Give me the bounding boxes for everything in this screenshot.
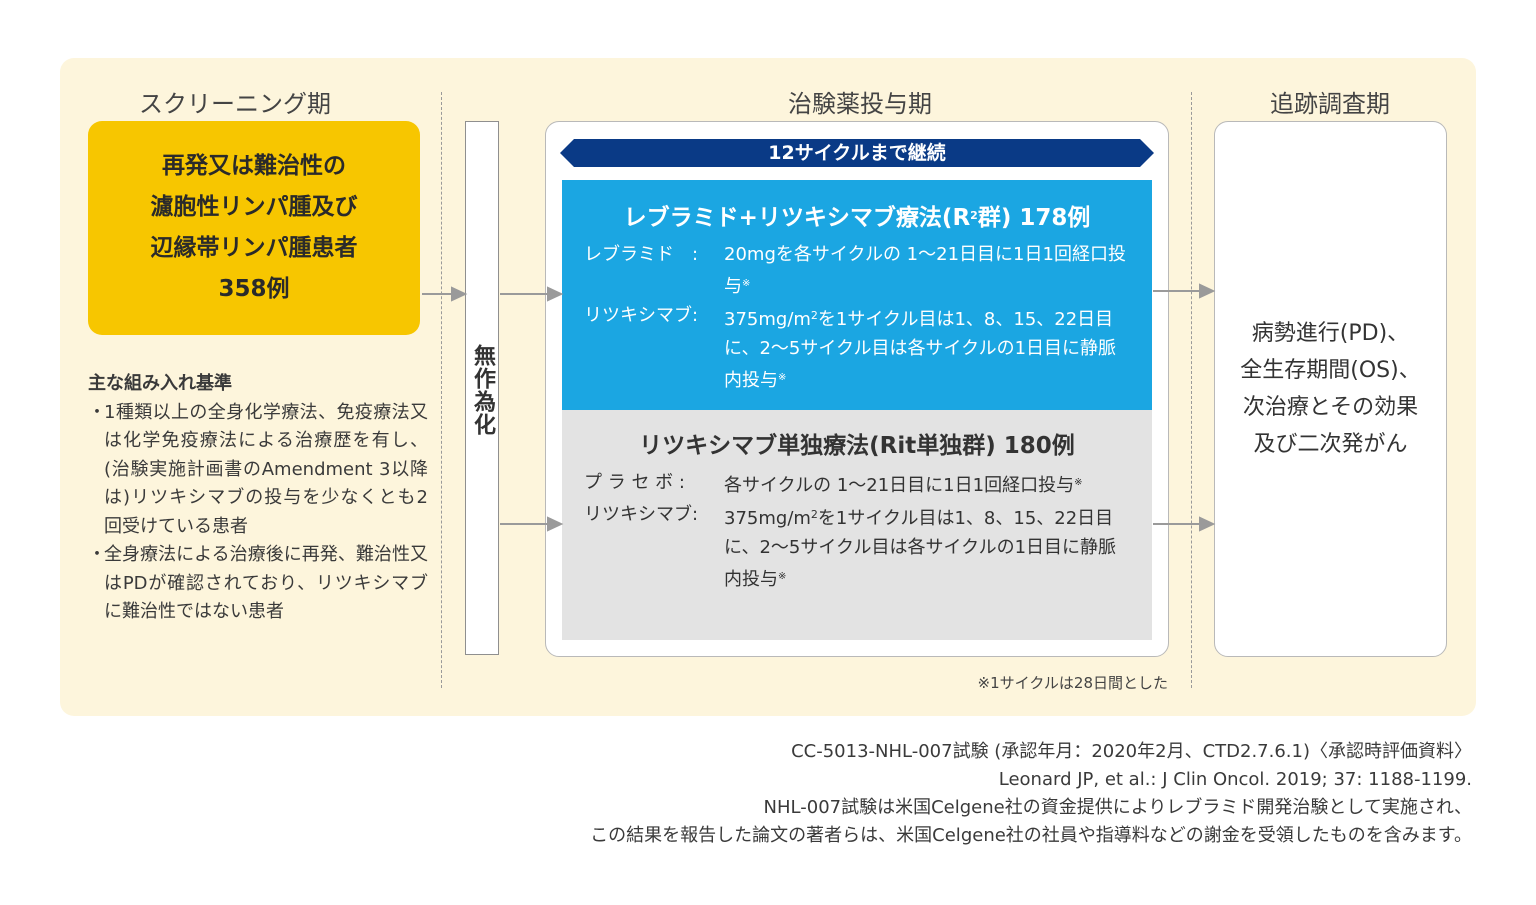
bullet: ・ [88,401,106,423]
cycle-footnote: ※1サイクルは28日間とした [977,674,1168,692]
banner-arrow-shape [560,139,1154,167]
followup-line-4: 及び二次発がん [1253,432,1408,457]
bullet: ・ [88,544,106,565]
followup-line-2: 全生存期間(OS)、 [1240,358,1421,383]
footnote-mark: ※ [1074,477,1083,488]
arrow-head [547,286,564,302]
arrow-head [1199,283,1216,299]
randomization-box: 無作為化 [465,121,499,655]
reference-line: この結果を報告した論文の著者らは、米国Celgene社の社員や指導料などの謝金を… [590,825,1472,846]
criteria-item-text: 全身療法による治療後に再発、難治性又はPDが確認されており、リツキシマブに難治性… [104,544,428,622]
followup-line-3: 次治療とその効果 [1242,395,1419,420]
divider-screening [441,92,442,688]
continuation-banner-shape [560,139,1154,167]
r2-drug1-value: 20mgを各サイクルの 1〜21日目に1日1回経口投与※ [724,240,1130,301]
r2-drug2-dose: 375mg/m [724,309,811,330]
rit-arm-title: リツキシマブ単独療法(Rit単独群) 180例 [639,433,1075,459]
randomization-label: 無作為化 [470,344,495,436]
r2-title-text-end: 群) 178例 [977,205,1091,231]
rit-drug2-dose: 375mg/m [724,508,811,529]
reference-line: CC-5013-NHL-007試験 (承認年月：2020年2月、CTD2.7.6… [791,741,1472,762]
arrow-head [547,516,564,532]
rit-drug-row: リツキシマブ: 375mg/m2を1サイクル目は1、8、15、22日目に、2〜5… [584,500,1130,594]
r2-drug2-schedule: を1サイクル目は1、8、15、22日目に、2〜5サイクル目は各サイクルの1日目に… [724,309,1117,391]
arrow-head [451,286,468,302]
footnote-mark: ※ [742,278,751,289]
phase-followup-label: 追跡調査期 [1270,90,1390,118]
criteria-item: ・ 1種類以上の全身化学療法、免疫療法又は化学免疫療法による治療歴を有し、(治験… [88,399,428,542]
reference-line: Leonard JP, et al.: J Clin Oncol. 2019; … [998,769,1472,790]
rit-drug2-value: 375mg/m2を1サイクル目は1、8、15、22日目に、2〜5サイクル目は各サ… [724,500,1130,594]
criteria-item-text: 1種類以上の全身化学療法、免疫療法又は化学免疫療法による治療歴を有し、(治験実施… [104,401,428,537]
patient-population-box: 再発又は難治性の 濾胞性リンパ腫及び 辺縁帯リンパ腫患者 358例 [88,121,420,335]
patients-count: 358例 [218,276,290,302]
phase-treatment-label: 治験薬投与期 [788,90,932,118]
unit-superscript: 2 [810,508,818,521]
criteria-item: ・ 全身療法による治療後に再発、難治性又はPDが確認されており、リツキシマブに難… [88,541,428,627]
r2-drug-row: レブラミド : 20mgを各サイクルの 1〜21日目に1日1回経口投与※ [584,240,1130,301]
rit-drug1-text: 各サイクルの 1〜21日目に1日1回経口投与 [724,475,1075,496]
r2-title-superscript: 2 [970,209,978,222]
followup-box: 病勢進行(PD)、 全生存期間(OS)、 次治療とその効果 及び二次発がん [1214,121,1447,657]
patients-line-3: 辺縁帯リンパ腫患者 [150,235,358,261]
footnote-mark: ※ [778,571,787,582]
rit-drug1-value: 各サイクルの 1〜21日目に1日1回経口投与※ [724,468,1130,500]
divider-followup [1191,92,1192,688]
r2-drug1-text: 20mgを各サイクルの 1〜21日目に1日1回経口投与 [724,244,1126,297]
reference-line: NHL-007試験は米国Celgene社の資金提供によりレブラミド開発治験として… [763,797,1472,818]
r2-drug2-value: 375mg/m2を1サイクル目は1、8、15、22日目に、2〜5サイクル目は各サ… [724,301,1130,395]
arrow-head [1199,516,1216,532]
continuation-banner-text: 12サイクルまで継続 [768,142,946,164]
rit-arm-box: リツキシマブ単独療法(Rit単独群) 180例 プ ラ セ ボ : 各サイクルの… [562,410,1152,640]
rit-drug-row: プ ラ セ ボ : 各サイクルの 1〜21日目に1日1回経口投与※ [584,468,1130,500]
patients-line-1: 再発又は難治性の [162,153,346,179]
rit-drug1-label: プ ラ セ ボ : [584,472,685,493]
followup-line-1: 病勢進行(PD)、 [1251,321,1410,346]
patients-line-2: 濾胞性リンパ腫及び [150,194,358,220]
rit-drug2-label: リツキシマブ: [584,504,699,525]
phase-screening-label: スクリーニング期 [139,90,331,118]
r2-arm-title: レブラミド+リツキシマブ療法(R2群) 178例 [584,198,1130,236]
r2-drug1-label: レブラミド : [584,244,699,265]
criteria-title: 主な組み入れ基準 [88,373,232,394]
footnote-mark: ※ [778,372,787,383]
r2-drug2-label: リツキシマブ: [584,305,699,326]
unit-superscript: 2 [810,309,818,322]
r2-title-text: レブラミド+リツキシマブ療法(R [623,205,971,231]
rit-drug2-schedule: を1サイクル目は1、8、15、22日目に、2〜5サイクル目は各サイクルの1日目に… [724,508,1117,590]
references: CC-5013-NHL-007試験 (承認年月：2020年2月、CTD2.7.6… [590,738,1472,850]
inclusion-criteria: 主な組み入れ基準 ・ 1種類以上の全身化学療法、免疫療法又は化学免疫療法による治… [88,370,428,627]
r2-drug-row: リツキシマブ: 375mg/m2を1サイクル目は1、8、15、22日目に、2〜5… [584,301,1130,395]
r2-arm-box: レブラミド+リツキシマブ療法(R2群) 178例 レブラミド : 20mgを各サ… [562,180,1152,410]
